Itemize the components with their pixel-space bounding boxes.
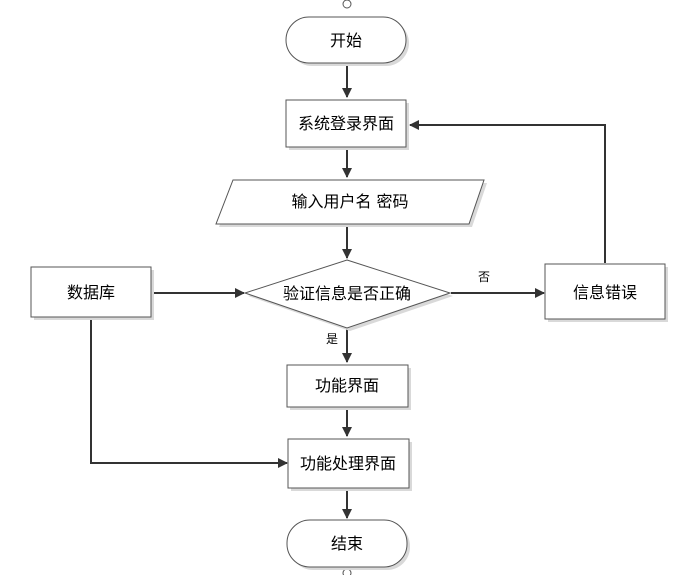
top-connector <box>342 0 352 9</box>
verify-node: 验证信息是否正确 <box>243 259 453 331</box>
edge-error-login <box>409 120 606 263</box>
edge-database-process <box>90 320 288 468</box>
end-label: 结束 <box>331 534 363 553</box>
edge-label-no: 否 <box>478 270 490 284</box>
input-node: 输入用户名 密码 <box>215 179 487 227</box>
database-node: 数据库 <box>30 266 154 320</box>
login-node: 系统登录界面 <box>285 99 409 150</box>
input-label: 输入用户名 密码 <box>291 192 408 211</box>
error-label: 信息错误 <box>573 283 637 302</box>
start-label: 开始 <box>330 31 362 50</box>
edges <box>90 65 606 519</box>
edge-label-yes: 是 <box>326 332 338 346</box>
login-label: 系统登录界面 <box>298 114 394 133</box>
process-node: 功能处理界面 <box>287 438 412 491</box>
end-node: 结束 <box>286 519 410 570</box>
function-label: 功能界面 <box>315 376 379 395</box>
error-node: 信息错误 <box>544 263 668 322</box>
process-label: 功能处理界面 <box>300 454 396 473</box>
function-node: 功能界面 <box>286 364 411 410</box>
verify-label: 验证信息是否正确 <box>283 284 411 303</box>
start-node: 开始 <box>285 16 409 66</box>
database-label: 数据库 <box>67 283 115 302</box>
